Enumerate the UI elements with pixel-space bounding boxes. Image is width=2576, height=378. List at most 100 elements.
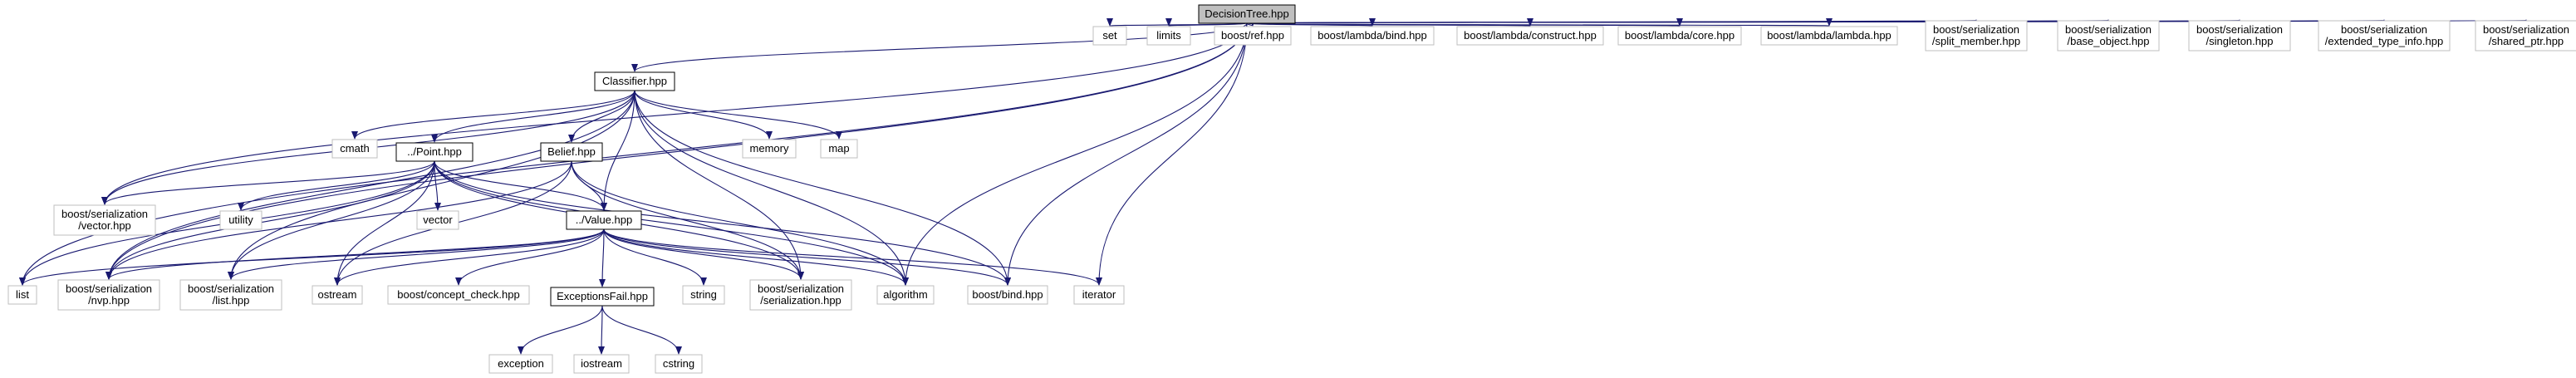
node-ser_nvp: boost/serialization/nvp.hpp: [57, 279, 160, 311]
node-label-decisiontree: DecisionTree.hpp: [1205, 7, 1288, 20]
edges-layer: [19, 17, 2527, 355]
node-box-ser_extended_type_info: [2318, 20, 2451, 52]
node-label-boost_ref: boost/ref.hpp: [1221, 29, 1284, 42]
node-belief[interactable]: Belief.hpp: [540, 142, 603, 162]
node-box-map: [820, 139, 858, 159]
node-memory: memory: [742, 139, 797, 159]
node-iostream: iostream: [573, 354, 630, 374]
edge-decisiontree-to-lambda_bind: [1246, 17, 1375, 27]
node-exception: exception: [488, 354, 553, 374]
node-list: list: [7, 285, 37, 305]
node-ser_base_object: boost/serialization/base_object.hpp: [2057, 20, 2160, 52]
edge-decisiontree-to-algorithm: [902, 22, 1248, 286]
node-box-ser_list: [179, 279, 282, 311]
node-ser_serialization: boost/serialization/serialization.hpp: [749, 279, 852, 311]
node-ser_extended_type_info: boost/serialization/extended_type_info.h…: [2318, 20, 2451, 52]
edge-decisiontree-to-lambda_lambda: [1246, 17, 1830, 27]
node-label-ser_serialization: /serialization.hpp: [760, 294, 841, 307]
node-iterator: iterator: [1073, 285, 1125, 305]
node-lambda_construct: boost/lambda/construct.hpp: [1456, 26, 1604, 46]
edge-classifier-to-map: [634, 90, 842, 140]
edge-point-to-value: [434, 160, 607, 211]
node-label-ser_singleton: /singleton.hpp: [2206, 35, 2274, 47]
node-label-ser_split_member: /split_member.hpp: [1932, 35, 2020, 47]
node-box-concept_check: [387, 285, 530, 305]
node-label-iterator: iterator: [1082, 288, 1116, 301]
node-label-iostream: iostream: [581, 357, 622, 370]
node-box-string: [682, 285, 725, 305]
node-box-list: [7, 285, 37, 305]
node-box-algorithm: [876, 285, 935, 305]
node-label-string: string: [690, 288, 717, 301]
node-box-point: [395, 142, 473, 162]
node-value[interactable]: ../Value.hpp: [566, 210, 642, 230]
edge-decisiontree-to-limits: [1165, 17, 1248, 27]
node-ser_shared_ptr: boost/serialization/shared_ptr.hpp: [2475, 20, 2576, 52]
node-label-ser_nvp: /nvp.hpp: [88, 294, 130, 307]
edge-value-to-ser_serialization: [603, 228, 804, 280]
node-label-ser_list: boost/serialization: [188, 282, 274, 295]
node-box-ser_base_object: [2057, 20, 2160, 52]
node-label-ser_vector: /vector.hpp: [78, 219, 131, 232]
node-box-utility: [219, 210, 263, 230]
edge-value-to-string: [603, 228, 707, 286]
node-box-lambda_construct: [1456, 26, 1604, 46]
node-box-cstring: [655, 354, 703, 374]
node-label-lambda_lambda: boost/lambda/lambda.hpp: [1767, 29, 1892, 42]
node-box-value: [566, 210, 642, 230]
node-box-ser_vector: [53, 204, 156, 236]
edge-value-to-algorithm: [603, 228, 909, 286]
edge-point-to-utility: [238, 160, 435, 211]
node-point[interactable]: ../Point.hpp: [395, 142, 473, 162]
node-label-exception: exception: [498, 357, 544, 370]
node-label-lambda_construct: boost/lambda/construct.hpp: [1464, 29, 1597, 42]
edge-value-to-concept_check: [455, 228, 605, 286]
node-box-iterator: [1073, 285, 1125, 305]
node-box-memory: [742, 139, 797, 159]
edge-classifier-to-cmath: [351, 90, 635, 140]
edge-exceptionsfail-to-exception: [518, 305, 603, 355]
edge-classifier-to-memory: [634, 90, 773, 140]
node-label-value: ../Value.hpp: [576, 214, 632, 226]
edge-point-to-ostream: [334, 160, 435, 286]
node-ser_singleton: boost/serialization/singleton.hpp: [2188, 20, 2291, 52]
node-decisiontree[interactable]: DecisionTree.hpp: [1198, 4, 1296, 24]
node-utility: utility: [219, 210, 263, 230]
node-label-concept_check: boost/concept_check.hpp: [397, 288, 519, 301]
node-exceptionsfail[interactable]: ExceptionsFail.hpp: [550, 287, 655, 307]
node-label-ostream: ostream: [318, 288, 357, 301]
node-box-cmath: [331, 139, 378, 159]
node-label-ser_extended_type_info: /extended_type_info.hpp: [2325, 35, 2443, 47]
node-box-belief: [540, 142, 603, 162]
node-string: string: [682, 285, 725, 305]
edge-point-to-algorithm: [434, 160, 909, 286]
node-box-boost_ref: [1214, 26, 1292, 46]
node-label-set: set: [1102, 29, 1117, 42]
node-label-cmath: cmath: [340, 142, 369, 155]
node-label-list: list: [16, 288, 29, 301]
edge-point-to-ser_vector: [101, 160, 435, 205]
node-box-vector: [416, 210, 459, 230]
node-label-ser_singleton: boost/serialization: [2196, 23, 2283, 36]
node-classifier[interactable]: Classifier.hpp: [594, 71, 675, 91]
node-lambda_core: boost/lambda/core.hpp: [1617, 26, 1742, 46]
node-label-ser_split_member: boost/serialization: [1933, 23, 2019, 36]
node-label-belief: Belief.hpp: [547, 145, 596, 158]
node-boost_bind: boost/bind.hpp: [967, 285, 1048, 305]
node-limits: limits: [1146, 26, 1191, 46]
edge-value-to-exceptionsfail: [599, 228, 606, 287]
edge-value-to-boost_bind: [603, 228, 1011, 286]
node-algorithm: algorithm: [876, 285, 935, 305]
node-lambda_bind: boost/lambda/bind.hpp: [1310, 26, 1435, 46]
node-label-lambda_core: boost/lambda/core.hpp: [1625, 29, 1735, 42]
edge-classifier-to-value: [601, 90, 635, 211]
node-label-algorithm: algorithm: [883, 288, 927, 301]
edge-value-to-iterator: [603, 228, 1102, 286]
node-box-ser_split_member: [1925, 20, 2028, 52]
edge-classifier-to-ser_serialization: [634, 90, 804, 280]
node-concept_check: boost/concept_check.hpp: [387, 285, 530, 305]
edge-classifier-to-algorithm: [634, 90, 909, 286]
node-label-cstring: cstring: [663, 357, 694, 370]
node-label-boost_bind: boost/bind.hpp: [972, 288, 1043, 301]
